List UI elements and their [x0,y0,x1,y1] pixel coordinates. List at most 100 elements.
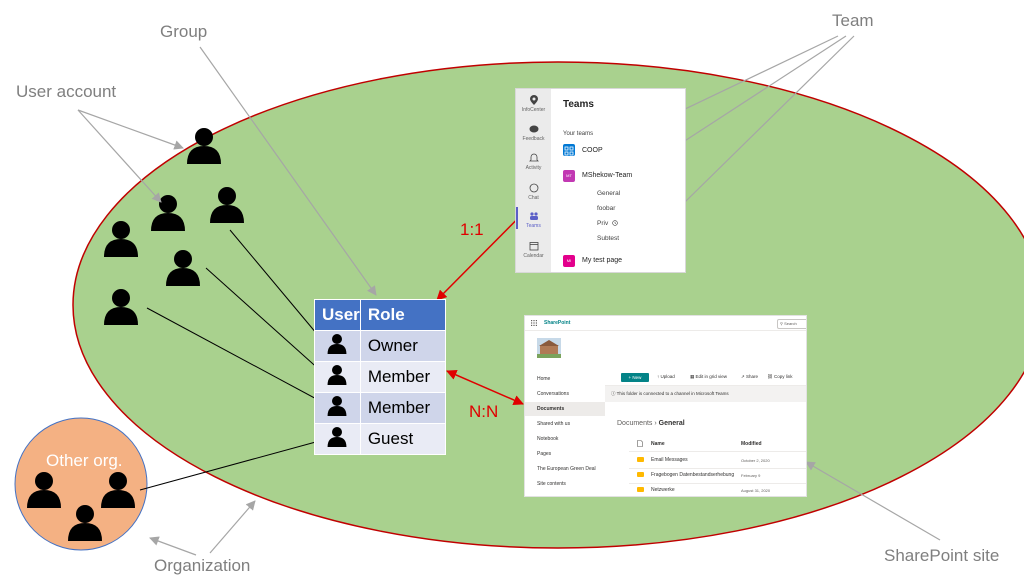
rail-label: Chat [528,195,539,201]
info-icon: ⓘ [611,391,617,396]
rail-calendar[interactable]: Calendar [516,241,551,259]
new-button[interactable]: + New [621,373,649,382]
nav-notebook[interactable]: Notebook [537,436,559,442]
nav-pages[interactable]: Pages [537,451,552,457]
table-row: Member [314,392,447,424]
team-relation-label: 1:1 [460,220,484,239]
breadcrumb: Documents › General [617,420,685,427]
feedback-icon [529,125,538,133]
nav-documents[interactable]: Documents [525,402,605,416]
sharepoint-search[interactable]: ⚲ Search [777,319,806,329]
row-divider [629,468,806,469]
share-button[interactable]: ↗ Share [741,374,759,379]
nav-home[interactable]: Home [537,376,551,382]
rail-feedback[interactable]: Feedback [516,124,551,142]
role-cell: Guest [359,423,447,455]
organization-arrow [149,536,197,556]
sharepoint-header: SharePoint ⚲ Search [525,316,806,331]
role-column-header: Role [359,299,447,331]
team-label: Team [832,11,874,30]
row-divider [629,483,806,484]
membership-line [146,307,323,403]
copy-link-label: Copy link [773,374,793,379]
file-type-icon [637,440,643,447]
table-row: Owner [314,330,447,362]
teams-icon [529,212,538,220]
file-row-name[interactable]: Fragebogen Datenbestandserhebung [651,472,735,478]
calendar-icon [529,242,538,251]
team-mytest-avatar: MI [563,255,575,267]
sharepoint-relation-label: N:N [469,402,499,421]
rail-infocenter[interactable]: InfoCenter [516,95,551,113]
your-teams-section: Your teams [563,131,594,137]
upload-button[interactable]: ↑ Upload [657,374,675,379]
column-modified[interactable]: Modified [741,441,762,447]
search-icon: ⚲ [780,321,783,326]
folder-icon [637,487,644,492]
rail-chat[interactable]: Chat [516,183,551,201]
rail-activity[interactable]: Activity [516,153,551,171]
role-cell: Member [359,392,447,424]
nav-conversations[interactable]: Conversations [537,391,569,397]
group-sharepoint-relation [446,369,524,406]
breadcrumb-general: General [658,420,685,427]
column-name[interactable]: Name [651,441,665,447]
rail-label: Teams [526,223,541,229]
folder-icon [637,457,644,462]
rail-label: Activity [525,165,542,171]
edit-grid-button[interactable]: ▦ Edit in grid view [690,374,728,379]
file-row-name[interactable]: Netzwerke [651,487,675,493]
user-icon [327,396,347,416]
user-account-arrow [77,109,184,150]
user-column-header: User [314,299,361,331]
rail-teams[interactable]: Teams [516,211,551,229]
team-my-test-page[interactable]: My test page [582,257,623,264]
header-divider [629,451,806,452]
user-icon [327,334,347,354]
file-row-name[interactable]: Email Messages [651,457,688,463]
user-icon [327,365,347,385]
teams-panel: InfoCenter Feedback Activity Chat Teams … [515,88,686,273]
sharepoint-brand[interactable]: SharePoint [544,320,571,326]
clock-icon [612,220,618,226]
sharepoint-site-arrow [805,461,941,541]
file-row-modified: October 2, 2020 [741,458,770,463]
location-pin-icon [529,95,538,105]
channel-subtest[interactable]: Subtest [597,235,620,242]
rail-label: Calendar [523,253,544,259]
user-cell [314,361,361,393]
nav-european-green-deal[interactable]: The European Green Deal [537,466,596,472]
channel-priv[interactable]: Priv [597,220,618,227]
app-launcher-icon[interactable] [531,320,537,326]
team-mshekow-avatar: MT [563,170,575,182]
team-coop-avatar [563,144,575,156]
upload-label: Upload [660,374,675,379]
membership-line [139,438,324,491]
share-label: Share [746,374,759,379]
breadcrumb-documents[interactable]: Documents [617,420,653,427]
channel-foobar[interactable]: foobar [597,205,616,212]
info-text: This folder is connected to a channel in… [616,391,729,396]
rail-active-indicator [516,207,518,229]
sharepoint-site-label: SharePoint site [884,546,1000,565]
team-mshekow[interactable]: MShekow-Team [582,172,633,179]
nav-site-contents[interactable]: Site contents [537,481,566,487]
nav-shared-with-us[interactable]: Shared with us [537,421,571,427]
channel-priv-label: Priv [597,220,609,227]
user-cell [314,330,361,362]
copy-link-button[interactable]: ⛓ Copy link [767,374,793,379]
role-cell: Member [359,361,447,393]
organization-arrow [209,500,256,554]
group-label: Group [160,22,208,41]
command-bar: + New ↑ Upload ▦ Edit in grid view ↗ Sha… [605,369,806,386]
teams-app-rail [516,89,551,272]
user-cell [314,423,361,455]
channel-general[interactable]: General [597,190,621,197]
rail-label: InfoCenter [521,107,546,113]
teams-heading: Teams [563,99,594,110]
edit-grid-label: Edit in grid view [695,374,728,379]
other-org-circle [14,417,148,551]
chevron-right-icon: › [654,420,659,427]
team-coop[interactable]: COOP [582,147,603,154]
